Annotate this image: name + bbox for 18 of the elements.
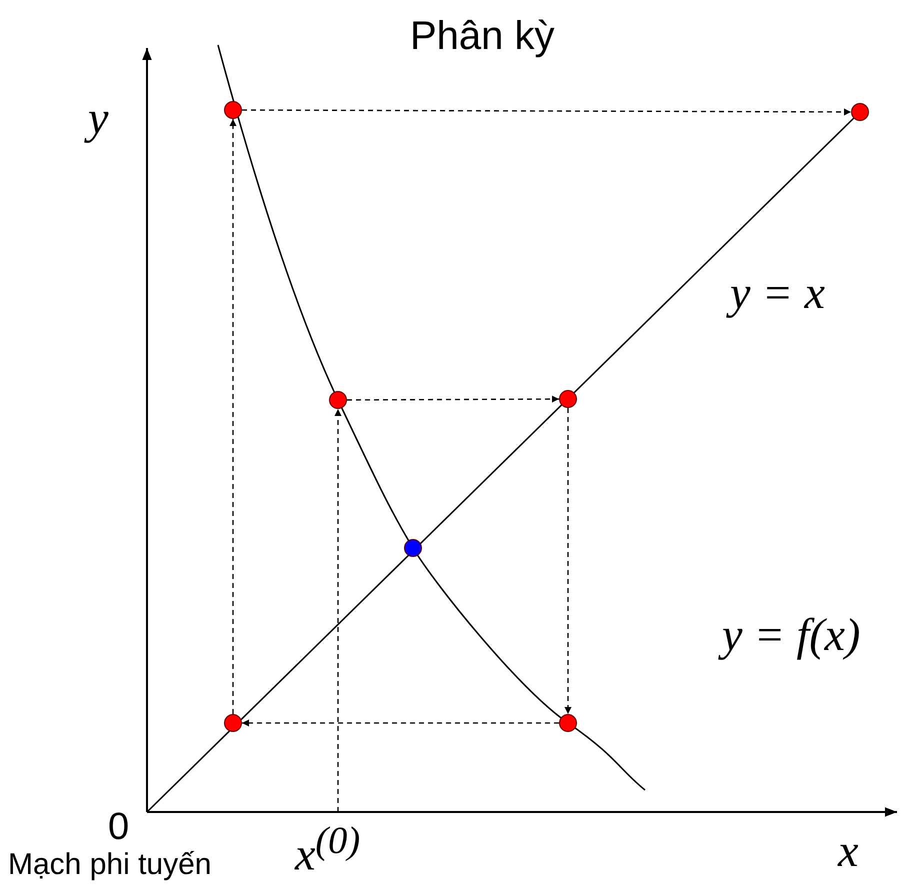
point-marker <box>851 103 869 121</box>
point-marker <box>404 539 422 557</box>
arrow <box>242 108 851 116</box>
tick-label: x$^{(0)}$ <box>295 822 360 878</box>
arrow <box>230 119 236 714</box>
arrow <box>242 720 559 726</box>
caption: Mạch phi tuyến <box>8 850 212 880</box>
point-marker <box>559 390 577 408</box>
arrow <box>334 409 342 812</box>
chart-title: Phân kỳ <box>410 16 555 56</box>
axis-label: x <box>838 828 858 874</box>
origin-label: 0 <box>108 808 130 846</box>
point-marker <box>224 101 242 119</box>
point-marker <box>559 714 577 732</box>
point-marker <box>329 391 347 409</box>
arrow <box>347 396 559 403</box>
arrow <box>564 408 572 714</box>
point-marker <box>224 714 242 732</box>
